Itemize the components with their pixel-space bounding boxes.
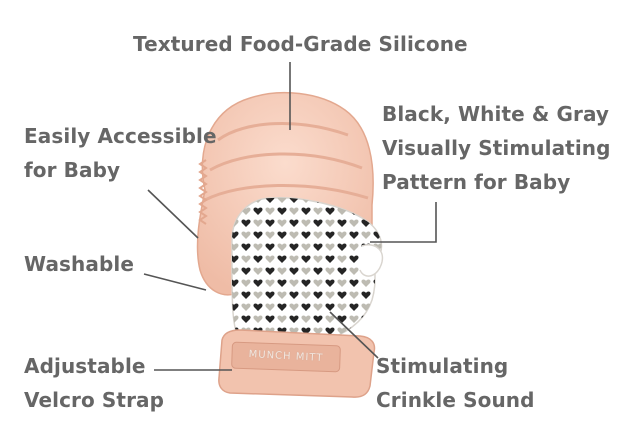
label-silicone: Textured Food-Grade Silicone bbox=[133, 32, 468, 56]
label-pattern-line3: Pattern for Baby bbox=[382, 170, 571, 194]
label-pattern-line1: Black, White & Gray bbox=[382, 102, 610, 126]
label-crinkle-line2: Crinkle Sound bbox=[376, 388, 535, 412]
callout-line-accessible bbox=[147, 189, 199, 239]
label-accessible-line1: Easily Accessible bbox=[24, 124, 217, 148]
callout-line-crinkle bbox=[329, 311, 379, 359]
label-washable: Washable bbox=[24, 252, 135, 276]
callout-line-pattern bbox=[370, 202, 437, 243]
label-crinkle-line1: Stimulating bbox=[376, 354, 509, 378]
label-pattern-line2: Visually Stimulating bbox=[382, 136, 611, 160]
label-strap-line1: Adjustable bbox=[24, 354, 146, 378]
label-strap-line2: Velcro Strap bbox=[24, 388, 165, 412]
callout-line-washable bbox=[143, 273, 207, 291]
label-accessible-line2: for Baby bbox=[24, 158, 121, 182]
